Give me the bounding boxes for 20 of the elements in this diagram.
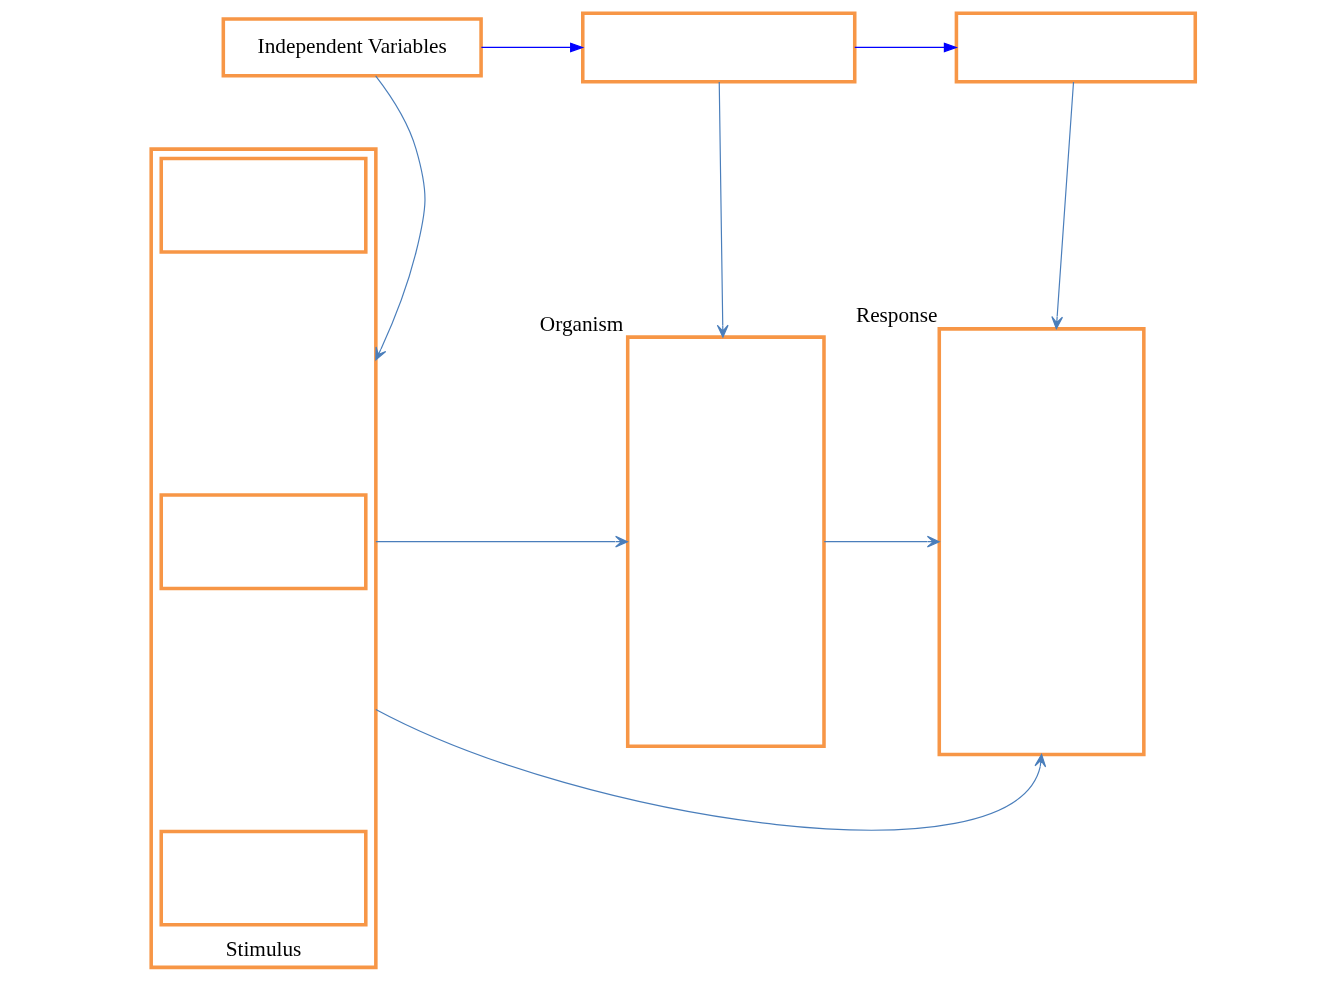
node-box <box>159 829 368 927</box>
node-label: Response <box>855 303 938 328</box>
node-box <box>937 327 1146 757</box>
node-box <box>954 11 1198 84</box>
node-label: Stimulus <box>225 937 302 962</box>
node-box: Independent Variables <box>221 17 483 78</box>
arrow <box>375 75 426 361</box>
arrow <box>480 42 585 53</box>
node-box <box>581 11 857 84</box>
node-box <box>625 335 826 749</box>
arrow <box>716 81 729 338</box>
arrow <box>375 708 1047 831</box>
arrow <box>823 535 940 548</box>
node-box <box>159 493 368 591</box>
node-box <box>159 156 368 254</box>
arrow <box>375 535 629 548</box>
cluster <box>149 147 378 970</box>
arrow <box>854 42 958 53</box>
arrow <box>1051 81 1075 330</box>
node-label: Organism <box>539 311 624 336</box>
